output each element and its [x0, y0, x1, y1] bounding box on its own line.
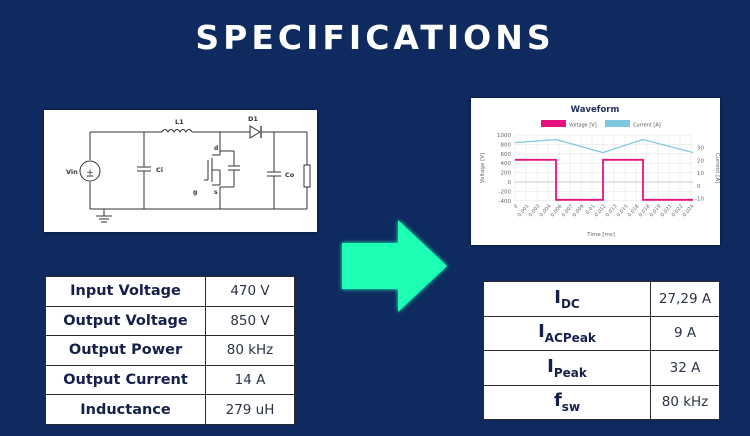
- spec-label: Input Voltage: [45, 276, 206, 307]
- svg-text:20: 20: [697, 159, 704, 165]
- table-row: IACPeak 9 A: [483, 315, 720, 351]
- y2-axis-label: Current [A]: [714, 153, 720, 183]
- page-title: SPECIFICATIONS: [195, 18, 555, 57]
- table-row: IPeak 32 A: [483, 350, 720, 386]
- legend-voltage-swatch: [541, 120, 566, 127]
- spec-label: IPeak: [483, 350, 651, 386]
- label-l1: L1: [175, 118, 184, 126]
- label-ci: Ci: [156, 166, 163, 174]
- spec-label: Inductance: [45, 394, 206, 425]
- table-row: IDC 27,29 A: [483, 281, 720, 317]
- spec-value: 850 V: [205, 305, 295, 337]
- table-row: Output Current 14 A: [45, 364, 295, 396]
- chart-title: Waveform: [571, 105, 620, 115]
- label-source: s: [214, 189, 218, 196]
- svg-text:0.009: 0.009: [572, 203, 586, 218]
- voltage-series: [515, 158, 693, 201]
- current-series: [514, 138, 694, 154]
- y-axis-label: Voltage [V]: [480, 153, 486, 183]
- spec-value: 470 V: [205, 276, 295, 307]
- spec-value: 14 A: [205, 364, 295, 396]
- spec-label: IACPeak: [483, 315, 651, 351]
- label-gate: g: [193, 189, 197, 196]
- spec-value: 27,29 A: [650, 281, 720, 317]
- table-row: Output Voltage 850 V: [45, 305, 295, 337]
- svg-text:-400: -400: [499, 199, 512, 205]
- spec-label: Output Power: [45, 335, 206, 366]
- waveform-chart: Waveform Voltage [V] Current [A]: [471, 98, 720, 245]
- label-vin: Vin: [66, 168, 78, 176]
- label-d1: D1: [248, 115, 258, 123]
- legend-current-swatch: [605, 120, 630, 127]
- table-row: Input Voltage 470 V: [45, 276, 295, 307]
- boost-converter-schematic: + Vin Ci L1 D1 Co d s g: [44, 110, 317, 232]
- table-row: fsw 80 kHz: [483, 384, 720, 420]
- svg-text:+: +: [86, 168, 94, 178]
- svg-text:10: 10: [697, 171, 704, 177]
- right-arrow-icon: [342, 220, 447, 312]
- spec-label: fsw: [483, 384, 651, 420]
- svg-text:400: 400: [501, 161, 512, 167]
- legend-current-label: Current [A]: [633, 123, 661, 129]
- svg-text:200: 200: [501, 171, 512, 177]
- spec-label: IDC: [483, 281, 651, 317]
- spec-label: Output Voltage: [45, 305, 206, 337]
- input-specs-table: Input Voltage 470 V Output Voltage 850 V…: [45, 276, 295, 425]
- label-co: Co: [285, 171, 295, 179]
- svg-text:30: 30: [697, 146, 704, 152]
- x-axis: 0 0.001 0.003 0.004 0.006 0.007 0.009 0.…: [513, 203, 696, 218]
- svg-text:0: 0: [513, 203, 520, 209]
- spec-value: 279 uH: [205, 394, 295, 425]
- circuit-diagram: + Vin Ci L1 D1 Co d s g: [66, 115, 311, 223]
- output-specs-table: IDC 27,29 A IACPeak 9 A IPeak 32 A fsw 8…: [483, 281, 720, 420]
- svg-text:-200: -200: [499, 189, 512, 195]
- spec-value: 80 kHz: [650, 384, 720, 420]
- spec-value: 9 A: [650, 315, 720, 351]
- x-axis-label: Time [ms]: [586, 232, 615, 238]
- y-axis-left: 1000 800 600 400 200 0 -200 -400: [497, 133, 512, 205]
- svg-text:0: 0: [508, 180, 512, 186]
- svg-text:1000: 1000: [497, 133, 511, 139]
- spec-label: Output Current: [45, 364, 206, 396]
- svg-text:0: 0: [697, 184, 701, 190]
- svg-text:0.024: 0.024: [682, 203, 696, 218]
- diode-icon: [249, 125, 261, 139]
- label-drain: d: [214, 145, 218, 152]
- svg-text:0.01: 0.01: [585, 203, 597, 215]
- spec-value: 32 A: [650, 350, 720, 386]
- legend-voltage-label: Voltage [V]: [569, 123, 597, 129]
- svg-text:800: 800: [501, 142, 512, 148]
- spec-value: 80 kHz: [205, 335, 295, 366]
- y-axis-right: 30 20 10 0 -10: [695, 146, 704, 203]
- svg-text:600: 600: [501, 152, 512, 158]
- svg-text:-10: -10: [695, 197, 704, 203]
- table-row: Output Power 80 kHz: [45, 335, 295, 366]
- table-row: Inductance 279 uH: [45, 394, 295, 425]
